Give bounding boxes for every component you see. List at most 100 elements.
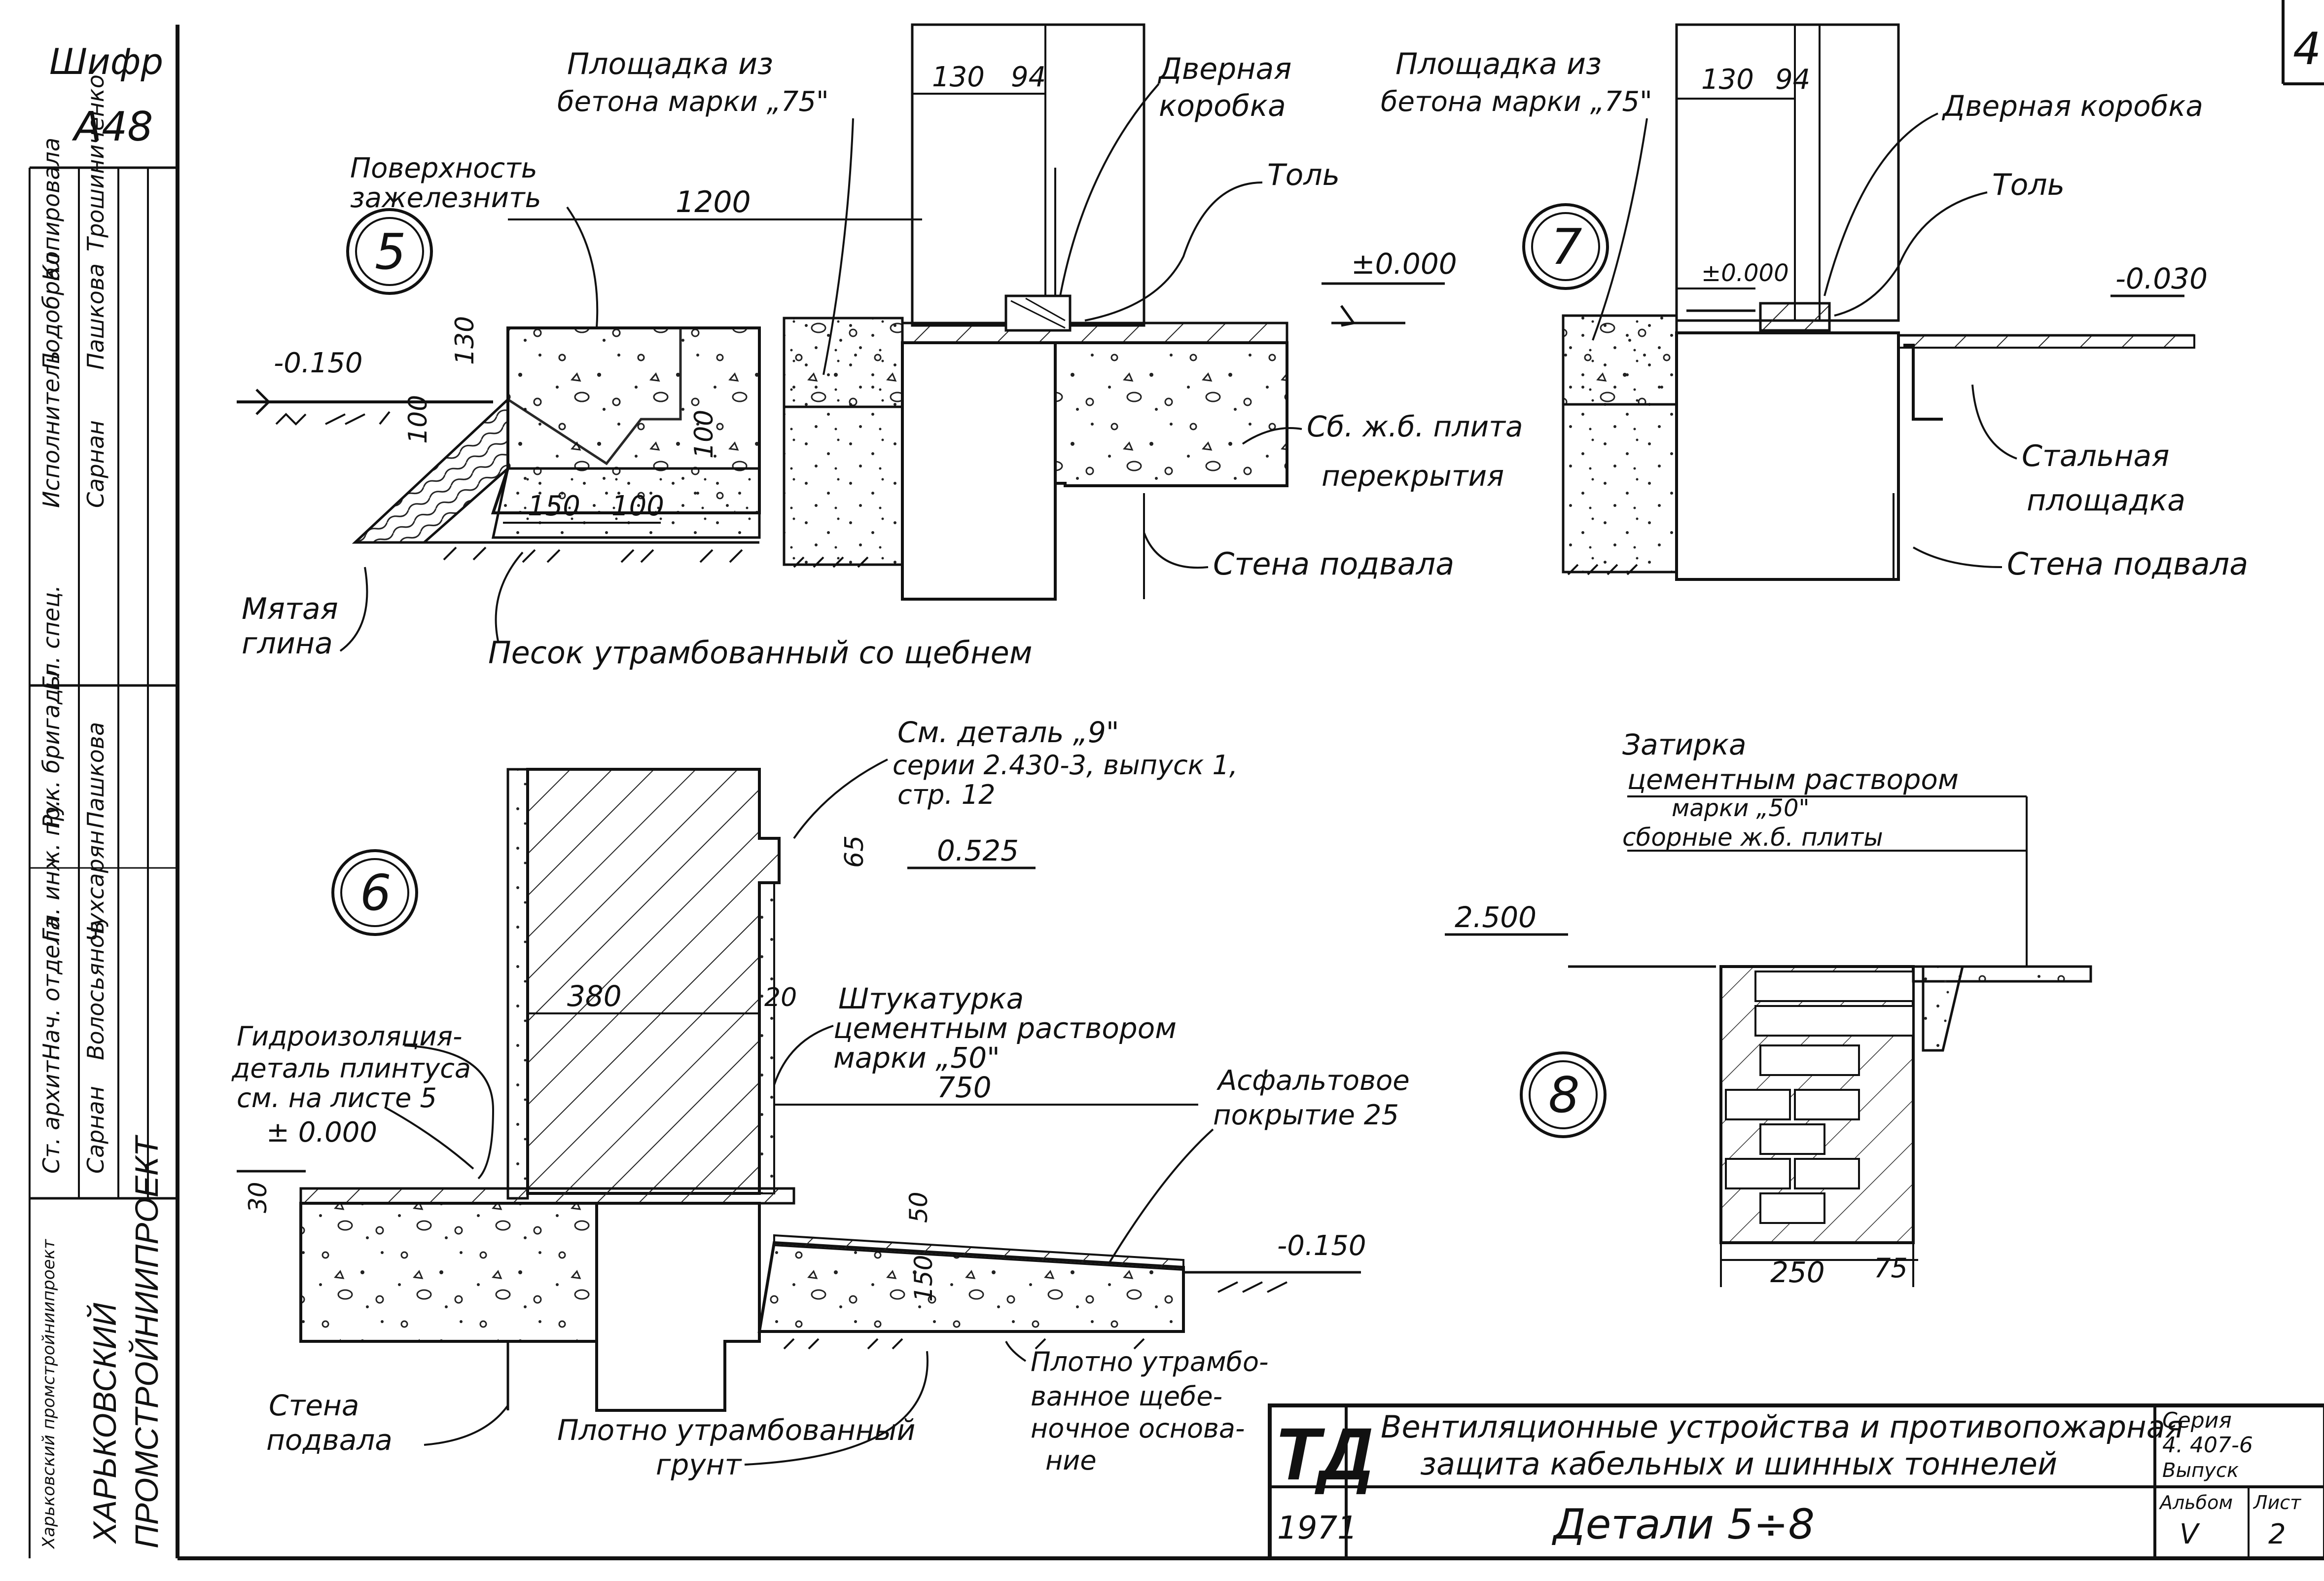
detail5-number: 5 — [375, 223, 406, 281]
d6-dim-30: 30 — [244, 1182, 272, 1213]
title-line1: Вентиляционные устройства и противопожар… — [1381, 1409, 2183, 1445]
d7-level-zero: ±0.000 — [1701, 259, 1789, 287]
page-number: 4 — [2293, 23, 2321, 75]
d6-gravel-l4: ние — [1045, 1445, 1097, 1476]
d6-ref-l2: серии 2.430-3, выпуск 1, — [893, 750, 1238, 781]
d8-caulk-l4: сборные ж.б. плиты — [1622, 823, 1883, 852]
d6-plaster-l2: цементным раствором — [833, 1011, 1177, 1045]
d6-waterproof-l2: деталь плинтуса — [231, 1053, 471, 1084]
d5-platform-l1: Площадка из — [567, 47, 773, 81]
d7-level-minus: -0.030 — [2115, 262, 2208, 295]
d6-dim-150: 150 — [909, 1255, 938, 1302]
d6-plaster-l1: Штукатурка — [838, 982, 1024, 1015]
d7-tol: Толь — [1992, 168, 2065, 202]
d6-ref-l3: стр. 12 — [897, 779, 995, 810]
side-row-role-6: Подобрал — [38, 252, 65, 370]
d5-clay-l2: глина — [242, 626, 333, 661]
side-row-role-7: Копировала — [38, 138, 65, 281]
album-value: V — [2180, 1518, 2200, 1550]
d7-platform-l1: Площадка из — [1395, 47, 1602, 81]
d6-soil-l1: Плотно утрамбованный — [557, 1413, 915, 1447]
title-line2: защита кабельных и шинных тоннелей — [1420, 1446, 2057, 1482]
d6-dim-20: 20 — [764, 983, 797, 1012]
org-line2: ПРОМСТРОЙНИИПРОЕКТ — [128, 1134, 165, 1548]
d5-slab-l2: перекрытия — [1322, 459, 1504, 493]
d8-dim-75: 75 — [1874, 1253, 1908, 1284]
d6-level-minus: -0.150 — [1277, 1230, 1366, 1262]
d5-platform-l2: бетона марки „75" — [557, 86, 829, 118]
side-row-role-4: Гл. спец. — [38, 585, 65, 690]
d5-dim-1200: 1200 — [676, 185, 751, 219]
d6-level-zero: ± 0.000 — [266, 1116, 377, 1149]
d6-dim-50: 50 — [904, 1191, 933, 1223]
d5-tol: Толь — [1267, 158, 1340, 192]
series-value: 4. 407-6 — [2162, 1433, 2253, 1458]
side-row-role-0: Ст. архит. — [38, 1053, 65, 1174]
d8-caulk-l1: Затирка — [1622, 728, 1747, 761]
detail-8: 8 Затирка цементным раствором марки „50"… — [1445, 728, 2092, 1289]
side-row-role-5: Исполнитель — [38, 351, 65, 508]
d6-dim-380: 380 — [567, 979, 622, 1013]
stamp-letters: ТД — [1275, 1412, 1373, 1495]
side-row-name-1: Волосьянов — [82, 921, 109, 1060]
year: 1971 — [1277, 1510, 1358, 1546]
d5-surface-l1: Поверхность — [350, 152, 537, 184]
side-row-name-4: Сарнан — [82, 420, 109, 508]
detail-6: 6 См. деталь „9" серии 2.430-3, выпуск 1… — [231, 716, 1410, 1481]
d6-ref-l1: См. деталь „9" — [897, 716, 1119, 749]
d7-steel-l1: Стальная — [2022, 439, 2169, 473]
d5-dim-100-bottom: 100 — [611, 490, 664, 522]
detail8-number: 8 — [1548, 1066, 1580, 1124]
side-row-role-2: Гл. инж. пр. — [38, 799, 65, 942]
side-row-role-1: Нач. отдела — [38, 916, 65, 1060]
d5-door-frame-l1: Дверная — [1157, 52, 1291, 86]
code-value: А48 — [72, 104, 153, 150]
detail-5: 5 Площадка из бетона марки „75" Поверхно… — [237, 23, 1523, 671]
d5-dim-94-top: 94 — [1011, 61, 1046, 93]
d8-level: 2.500 — [1455, 900, 1537, 934]
side-row-name-6: Трошиниченко — [82, 74, 109, 252]
d6-asphalt-l2: покрытие 25 — [1213, 1099, 1399, 1131]
d8-dim-250: 250 — [1770, 1256, 1825, 1289]
d7-steel-l2: площадка — [2027, 483, 2185, 518]
d6-waterproof-l3: см. на листе 5 — [237, 1082, 437, 1114]
d5-dim-130-side: 130 — [450, 316, 480, 365]
d6-soil-l2: грунт — [656, 1448, 743, 1481]
code-label: Шифр — [49, 41, 163, 82]
d7-dim-94: 94 — [1775, 64, 1810, 96]
d8-caulk-l2: цементным раствором — [1627, 764, 1959, 796]
album-label: Альбом — [2158, 1492, 2233, 1513]
d5-wall: Стена подвала — [1213, 546, 1454, 582]
d7-door-frame: Дверная коробка — [1941, 89, 2203, 123]
d5-dim-130-top: 130 — [932, 61, 985, 93]
d6-gravel-l2: ванное щебе- — [1031, 1381, 1222, 1412]
d5-door-frame-l2: коробка — [1159, 89, 1286, 123]
d5-dim-150: 150 — [528, 490, 580, 522]
issue-label: Выпуск — [2162, 1459, 2239, 1482]
title-block: ТД Вентиляционные устройства и противопо… — [1268, 1403, 2324, 1560]
sheet-label: Лист — [2252, 1492, 2302, 1513]
d6-gravel-l1: Плотно утрамбо- — [1031, 1346, 1268, 1377]
d6-wall-l2: подвала — [266, 1423, 393, 1457]
d5-surface-l2: зажелезнить — [350, 182, 541, 214]
d5-level-minus: -0.150 — [274, 347, 363, 379]
d5-clay-l1: Мятая — [242, 592, 338, 626]
d6-wall-l1: Стена — [269, 1389, 359, 1422]
d7-wall: Стена подвала — [2007, 546, 2248, 582]
d5-dim-100-right: 100 — [689, 410, 719, 459]
sheet-name: Детали 5÷8 — [1551, 1500, 1815, 1548]
side-row-role-3: Рук. бригады — [38, 671, 65, 828]
d6-asphalt-l1: Асфальтовое — [1216, 1065, 1410, 1097]
d7-dim-130: 130 — [1701, 64, 1754, 96]
d7-platform-l2: бетона марки „75" — [1381, 86, 1652, 118]
d6-dim-750: 750 — [937, 1071, 992, 1104]
org-small-text: Харьковский промстройниипроект — [39, 1239, 59, 1549]
side-row-name-0: Сарнан — [82, 1086, 109, 1174]
d5-slab-l1: Сб. ж.б. плита — [1307, 410, 1523, 443]
side-row-name-2: Чухсарян — [82, 830, 109, 942]
detail6-number: 6 — [360, 864, 392, 922]
series-label: Серия — [2162, 1408, 2232, 1433]
d6-gravel-l3: ночное основа- — [1031, 1413, 1245, 1444]
